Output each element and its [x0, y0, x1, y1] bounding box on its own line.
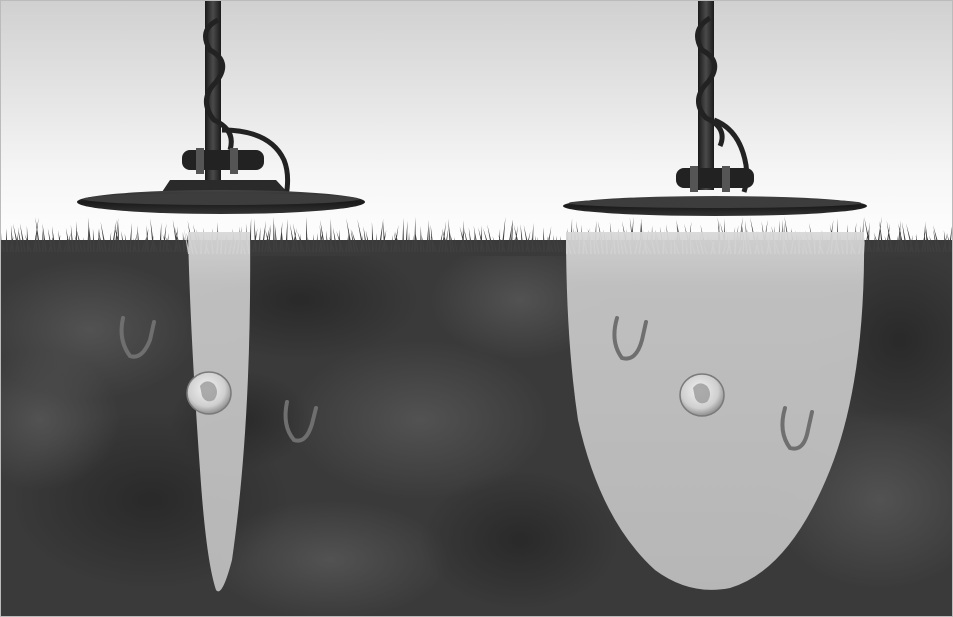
coin-icon — [187, 372, 231, 414]
coin-icon — [680, 374, 724, 416]
